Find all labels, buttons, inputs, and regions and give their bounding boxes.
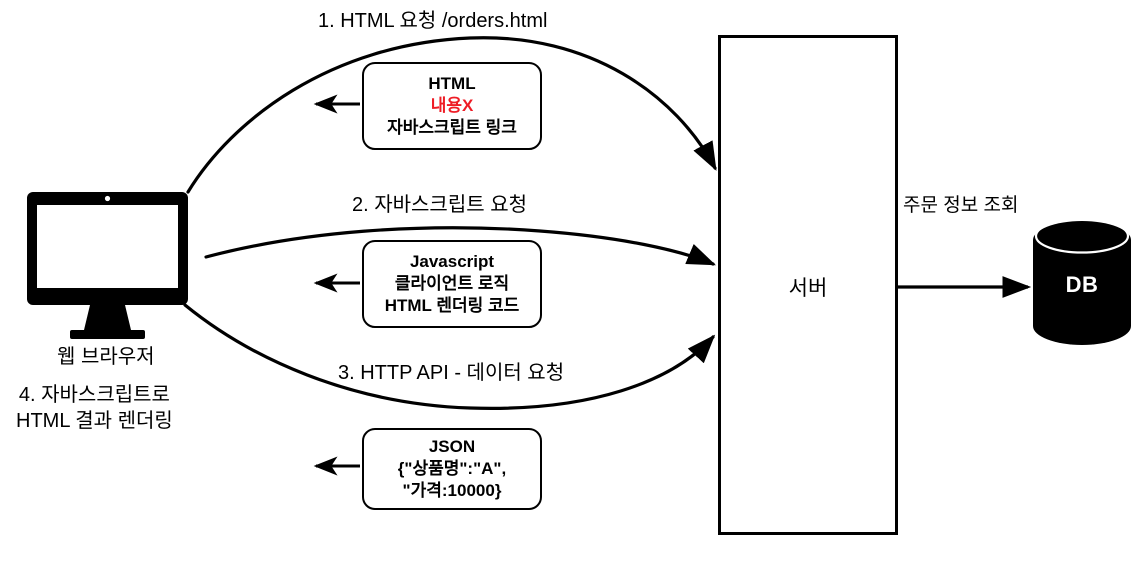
payload-html-line-3: 자바스크립트 링크 bbox=[387, 117, 517, 137]
database-label: DB bbox=[1065, 272, 1099, 297]
desktop-monitor-icon bbox=[27, 192, 188, 339]
step-1-label: 1. HTML 요청 /orders.html bbox=[318, 10, 548, 32]
flow-arrow-http-request-2 bbox=[204, 226, 716, 266]
step-3-label: 3. HTTP API - 데이터 요청 bbox=[338, 362, 565, 384]
payload-html-line-2: 내용X bbox=[430, 96, 474, 116]
payload-json-line-2: {"상품명":"A", bbox=[397, 459, 507, 479]
payload-js-line-3: HTML 렌더링 코드 bbox=[384, 295, 520, 315]
payload-html-line-1: HTML bbox=[428, 74, 476, 94]
step-2-label: 2. 자바스크립트 요청 bbox=[352, 194, 527, 216]
flow-arrow-http-request-1 bbox=[186, 36, 717, 194]
payload-json-line-1: JSON bbox=[428, 437, 476, 457]
step-4-note: 4. 자바스크립트로 HTML 결과 렌더링 bbox=[16, 382, 173, 435]
payload-box-javascript: Javascript 클라이언트 로직 HTML 렌더링 코드 bbox=[362, 240, 542, 328]
db-query-label: 주문 정보 조회 bbox=[903, 195, 1019, 216]
step-4-note-line2: HTML 결과 렌더링 bbox=[16, 410, 173, 433]
payload-js-line-2: 클라이언트 로직 bbox=[394, 274, 510, 294]
server-box bbox=[718, 35, 898, 535]
payload-box-json: JSON {"상품명":"A", "가격:10000} bbox=[362, 428, 542, 510]
flow-arrow-http-request-3 bbox=[183, 303, 716, 410]
web-browser-label: 웹 브라우저 bbox=[57, 346, 155, 368]
payload-box-html: HTML 내용X 자바스크립트 링크 bbox=[362, 62, 542, 150]
payload-json-line-3: "가격:10000} bbox=[402, 480, 502, 500]
step-4-note-line1: 4. 자바스크립트로 bbox=[18, 384, 170, 406]
server-label: 서버 bbox=[788, 277, 828, 300]
database-cylinder-icon bbox=[1033, 218, 1131, 345]
payload-js-line-1: Javascript bbox=[409, 252, 495, 272]
